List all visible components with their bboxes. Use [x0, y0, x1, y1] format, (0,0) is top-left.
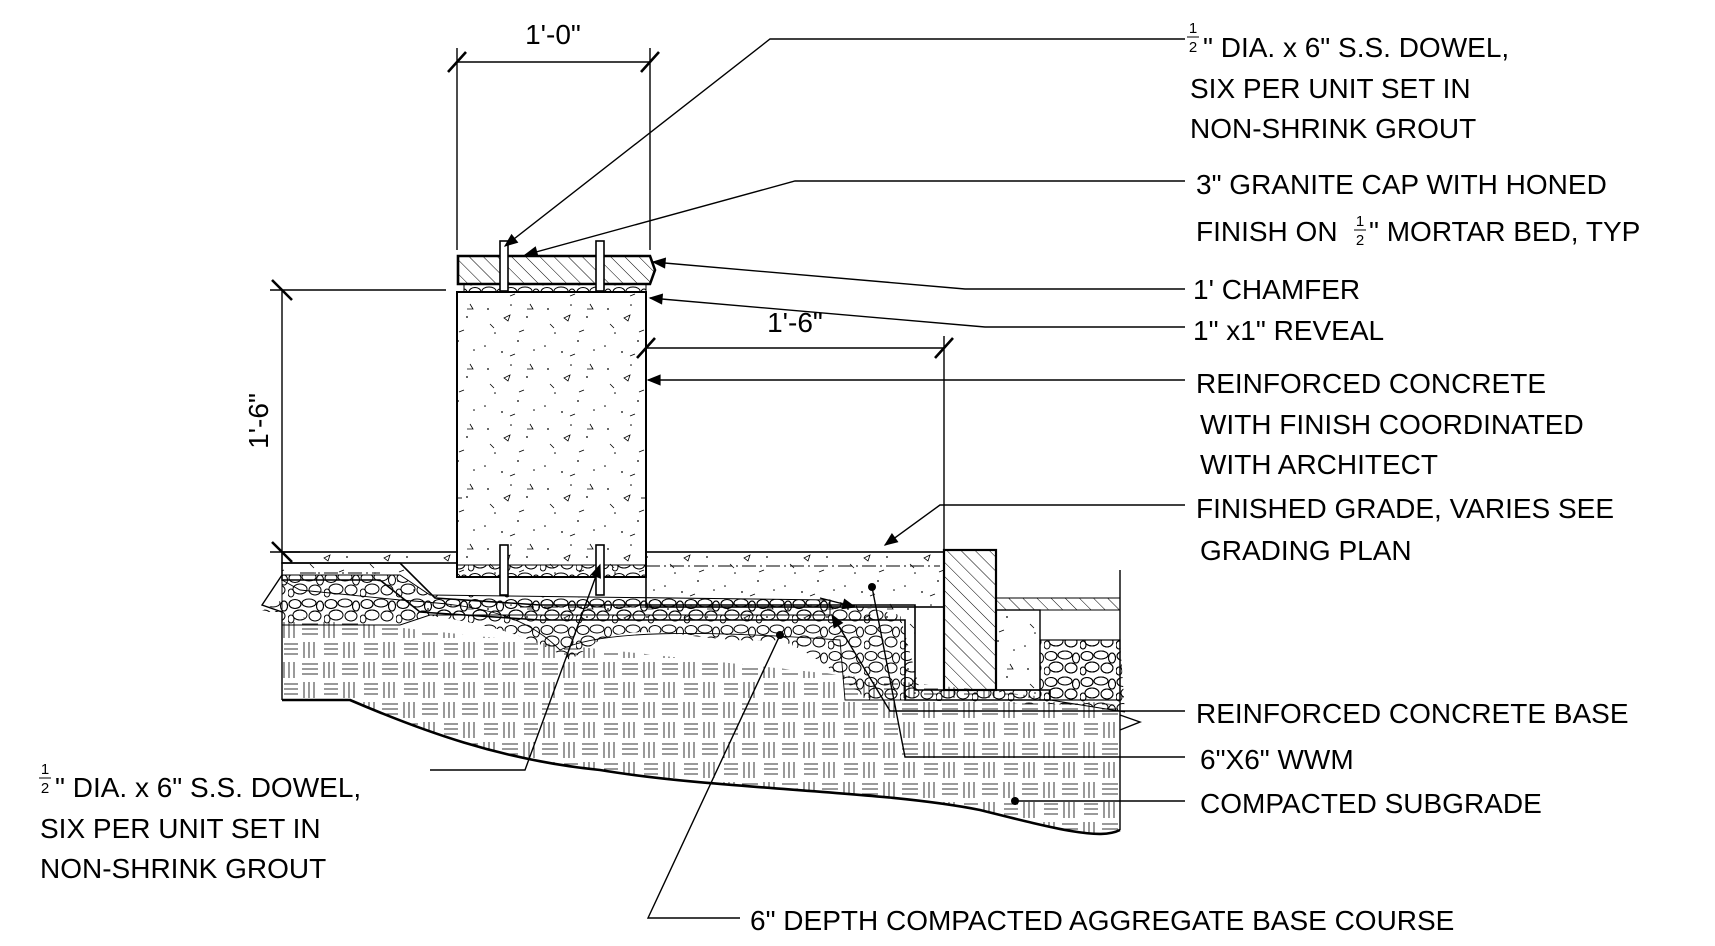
callout-granite-cap-line2: FINISH ON 1 2 " MORTAR BED, TYP: [1196, 213, 1640, 249]
callout-finished-grade: FINISHED GRADE, VARIES SEE GRADING PLAN: [1196, 493, 1614, 566]
svg-text:" DIA. x 6" S.S. DOWEL,: " DIA. x 6" S.S. DOWEL,: [1203, 32, 1509, 63]
reinforced-concrete-wall: [456, 283, 647, 578]
svg-text:SIX PER UNIT SET IN: SIX PER UNIT SET IN: [40, 813, 321, 844]
callout-concrete: REINFORCED CONCRETE WITH FINISH COORDINA…: [1196, 368, 1584, 480]
dimension-wall-height: [270, 279, 446, 563]
svg-text:NON-SHRINK GROUT: NON-SHRINK GROUT: [40, 853, 326, 884]
callout-subgrade: COMPACTED SUBGRADE: [1200, 788, 1542, 819]
concrete-curb: [942, 548, 1142, 830]
finished-grade-slab: [281, 551, 945, 608]
callout-concrete-base: REINFORCED CONCRETE BASE: [1196, 698, 1629, 729]
svg-text:GRADING PLAN: GRADING PLAN: [1200, 535, 1412, 566]
svg-text:FINISHED GRADE, VARIES SEE: FINISHED GRADE, VARIES SEE: [1196, 493, 1614, 524]
svg-text:1: 1: [1189, 20, 1197, 37]
callout-granite-cap-line1: 3" GRANITE CAP WITH HONED: [1196, 169, 1607, 200]
svg-text:2: 2: [1356, 232, 1364, 249]
svg-text:FINISH ON: FINISH ON: [1196, 216, 1338, 247]
dimension-top-width-text: 1'-0": [525, 19, 581, 50]
dimension-top-width: [447, 48, 660, 250]
break-line-left: [260, 574, 283, 700]
svg-text:WITH ARCHITECT: WITH ARCHITECT: [1200, 449, 1438, 480]
dimension-footing-extension: [636, 336, 954, 550]
compacted-subgrade: [282, 615, 1121, 836]
svg-text:1: 1: [1356, 213, 1364, 230]
svg-text:WITH FINISH COORDINATED: WITH FINISH COORDINATED: [1200, 409, 1584, 440]
callout-reveal: 1" x1" REVEAL: [1193, 315, 1384, 346]
svg-text:NON-SHRINK GROUT: NON-SHRINK GROUT: [1190, 113, 1476, 144]
svg-text:" MORTAR BED, TYP: " MORTAR BED, TYP: [1369, 216, 1640, 247]
svg-text:1: 1: [41, 761, 49, 778]
callout-dowel-top: 1 2 " DIA. x 6" S.S. DOWEL, SIX PER UNIT…: [1187, 20, 1509, 144]
callout-aggregate: 6" DEPTH COMPACTED AGGREGATE BASE COURSE: [750, 905, 1454, 936]
svg-text:REINFORCED CONCRETE: REINFORCED CONCRETE: [1196, 368, 1546, 399]
svg-text:2: 2: [1189, 39, 1197, 56]
leader-lines: [430, 38, 1185, 919]
dimension-wall-height-text: 1'-6": [243, 393, 274, 449]
granite-cap: [456, 254, 657, 286]
svg-text:" DIA. x 6" S.S. DOWEL,: " DIA. x 6" S.S. DOWEL,: [55, 772, 361, 803]
callout-chamfer: 1' CHAMFER: [1193, 274, 1360, 305]
svg-text:2: 2: [41, 780, 49, 797]
callout-wwm: 6"X6" WWM: [1200, 744, 1354, 775]
svg-text:SIX PER UNIT SET IN: SIX PER UNIT SET IN: [1190, 73, 1471, 104]
callout-dowel-bottom: 1 2 " DIA. x 6" S.S. DOWEL, SIX PER UNIT…: [39, 761, 361, 884]
